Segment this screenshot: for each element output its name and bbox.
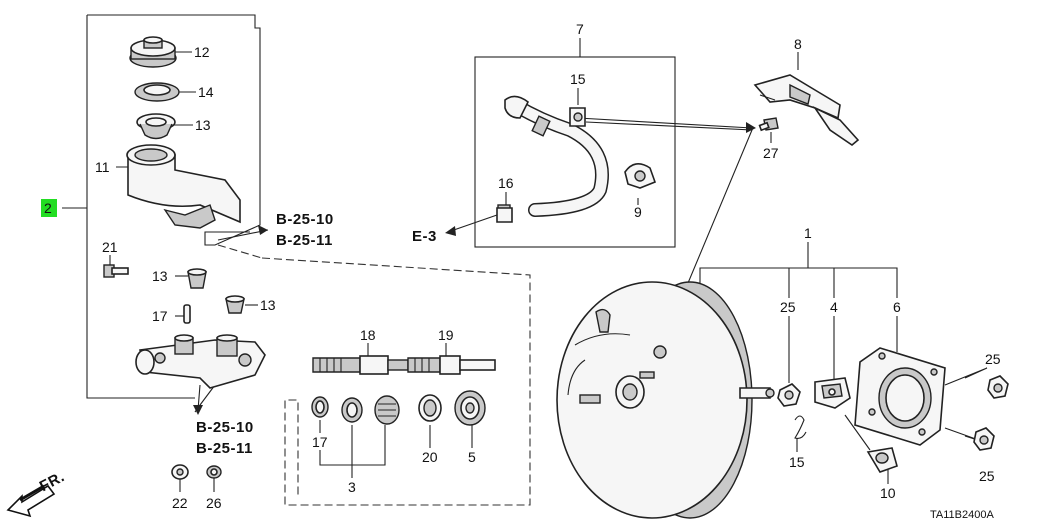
part-label-25c[interactable]: 25 [979,468,995,484]
pin-19 [183,304,191,324]
part-label-4[interactable]: 4 [830,299,838,315]
nut-24 [171,464,189,480]
reservoir-11 [126,144,241,229]
diagram-code: TA11B2400A [930,509,994,521]
leader-lines [62,38,988,492]
part-label-25b[interactable]: 25 [985,351,1001,367]
part-label-16[interactable]: 15 [789,454,805,470]
part-label-20[interactable]: 18 [360,327,376,343]
bolt-23 [103,264,129,278]
part-label-22[interactable]: 20 [422,449,438,465]
clip-17a [569,107,586,127]
part-label-21[interactable]: 19 [438,327,454,343]
part-label-17b[interactable]: 16 [498,175,514,191]
nut-25c [973,427,995,451]
part-label-2[interactable]: 2 [44,200,52,216]
washer-26 [206,465,222,479]
part-label-26[interactable]: 26 [206,495,222,511]
highlight-box-p2 [41,199,57,217]
piston-20 [312,355,409,375]
nut-25b [987,375,1009,399]
seal-kit-group-outline [217,244,531,506]
part-label-7[interactable]: 7 [576,21,584,37]
part-label-6[interactable]: 6 [893,299,901,315]
part-label-25a[interactable]: 25 [780,299,796,315]
bracket-8 [753,74,860,147]
hose-group-outline [474,56,676,248]
ref-bottom-b2510[interactable]: B-25-10 [196,419,254,436]
cap-seal-15 [134,82,180,102]
clip-16 [794,415,807,439]
master-cylinder-group-outline [86,14,261,399]
part-label-14[interactable]: 13 [195,117,211,133]
part-label-5[interactable]: 5 [468,449,476,465]
part-number-labels: 2 12 14 13 11 21 13 17 13 22 26 18 19 17… [44,21,1001,511]
part-label-13a[interactable]: 13 [152,268,168,284]
part-label-9[interactable]: 9 [634,204,642,220]
part-label-12[interactable]: 12 [194,44,210,60]
brake-booster-1 [556,281,775,519]
bolt-27 [758,117,779,132]
ref-top-b2511[interactable]: B-25-11 [276,232,333,249]
pin-10 [844,414,898,473]
part-label-17a[interactable]: 15 [570,71,586,87]
ref-top-b2510[interactable]: B-25-10 [276,211,334,228]
part-label-11[interactable]: 11 [95,159,110,175]
piston-21 [407,355,496,375]
grommet-13b [225,295,245,314]
part-label-15[interactable]: 14 [198,84,214,100]
seal-5 [454,390,486,426]
part-label-19[interactable]: 17 [152,308,168,324]
part-label-24[interactable]: 22 [172,495,188,511]
part-label-1[interactable]: 1 [804,225,812,241]
ring-22 [418,394,442,422]
master-cylinder-body [135,334,266,389]
vacuum-hose [497,95,609,220]
reference-arrows [193,117,756,415]
part-label-8[interactable]: 8 [794,36,802,52]
part-label-10[interactable]: 10 [880,485,896,501]
part-label-3[interactable]: 3 [348,479,356,495]
cup-3a [341,397,363,423]
strainer-14 [136,113,176,140]
hose-clamp-9 [624,163,657,189]
grommet-13a [187,268,207,289]
reservoir-cap-12 [129,36,177,68]
nut-25a [777,383,801,407]
cup-18 [311,396,329,418]
reference-callouts: B-25-10 B-25-11 B-25-10 B-25-11 E-3 [196,211,437,457]
part-label-18[interactable]: 17 [312,434,328,450]
clip-17b [496,207,513,223]
part-label-13b[interactable]: 13 [260,297,276,313]
ref-e3[interactable]: E-3 [412,228,437,245]
ref-bottom-b2511[interactable]: B-25-11 [196,440,253,457]
gasket-6 [854,347,946,446]
part-label-23[interactable]: 21 [102,239,118,255]
clevis-4 [814,377,851,409]
cup-3b [374,395,400,425]
part-label-27[interactable]: 27 [763,145,779,161]
forward-arrow-icon [6,484,56,518]
